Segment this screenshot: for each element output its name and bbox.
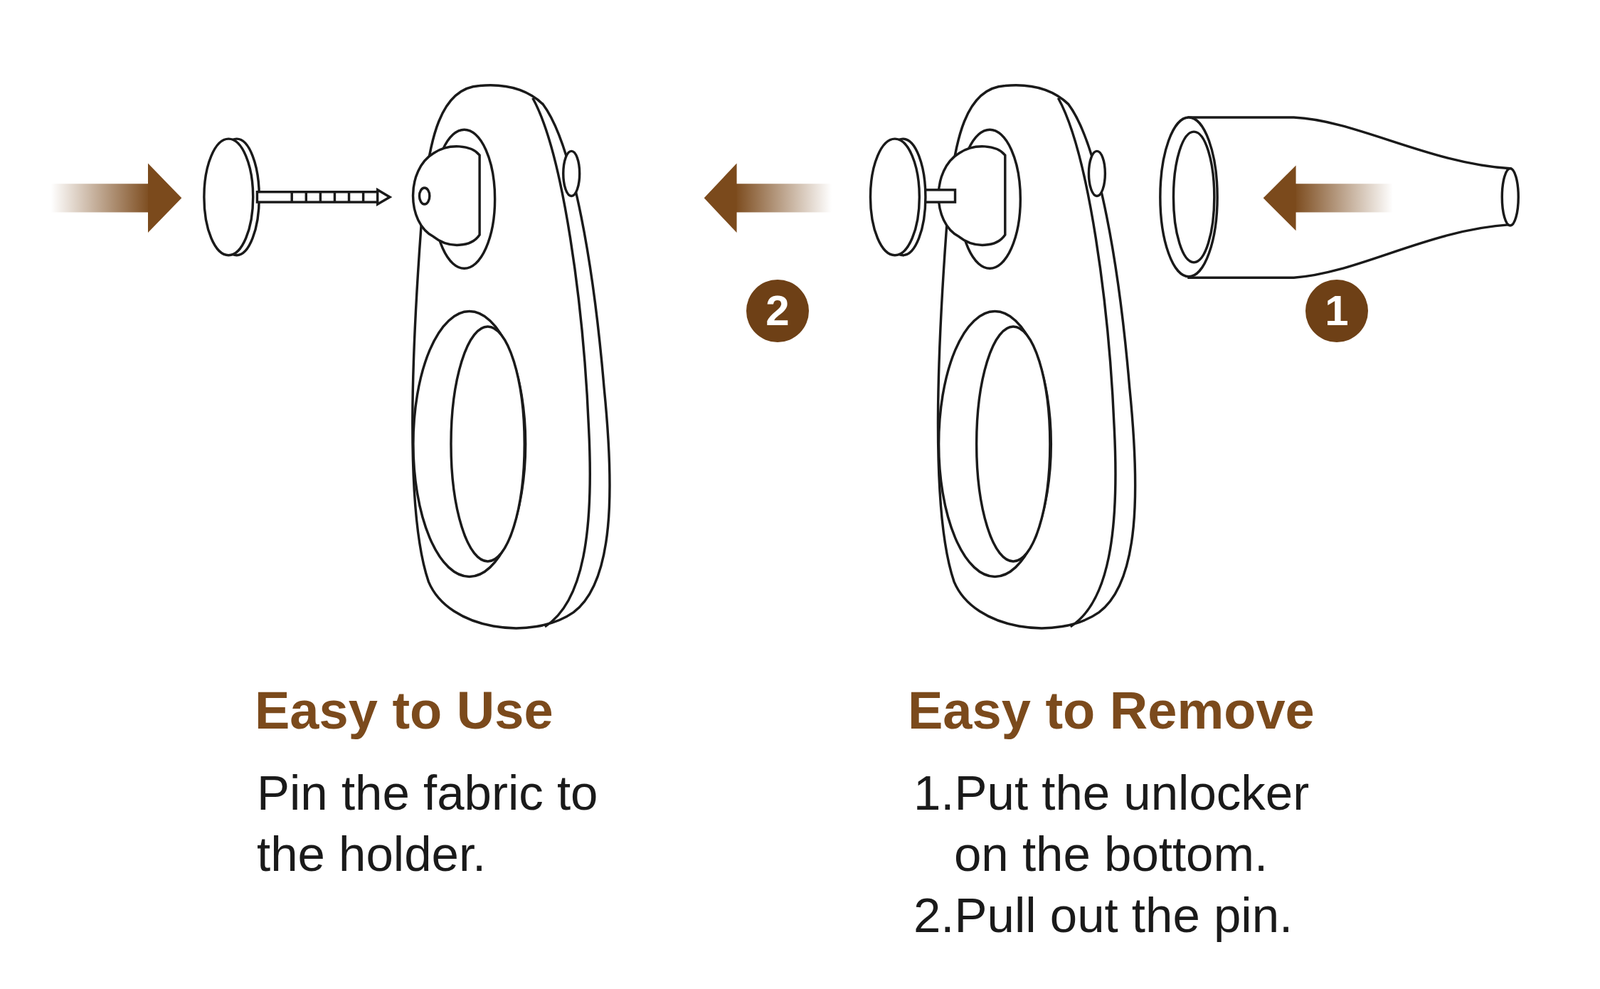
section-heading: Easy to Remove <box>907 679 1315 743</box>
arrow-head <box>147 163 182 234</box>
arrow-shaft <box>51 183 152 213</box>
holder <box>937 85 1135 629</box>
unlocker <box>1160 117 1519 278</box>
arrow-shaft <box>734 183 832 213</box>
pin-hole <box>419 187 430 205</box>
instruction-step: 2.Pull out the pin. <box>913 885 1353 947</box>
instruction-step: 1.Put the unlocker on the bottom. <box>913 762 1353 886</box>
callout-text: 1 <box>1305 279 1369 343</box>
section-heading: Easy to Use <box>254 679 554 743</box>
pin-in-holder <box>870 138 955 256</box>
callout-number: 1 <box>1305 279 1369 343</box>
instruction-text: Pin the fabric to the holder. <box>256 762 599 886</box>
callout-text: 2 <box>746 279 809 343</box>
callout-circle-fill <box>746 279 809 343</box>
arrow-head <box>704 163 738 234</box>
callout-circle-fill <box>1305 279 1369 343</box>
callout-number: 2 <box>746 279 809 343</box>
pin <box>204 138 390 256</box>
holder <box>412 85 610 629</box>
arrow-head <box>1263 165 1297 231</box>
arrow-shaft <box>1294 183 1393 213</box>
